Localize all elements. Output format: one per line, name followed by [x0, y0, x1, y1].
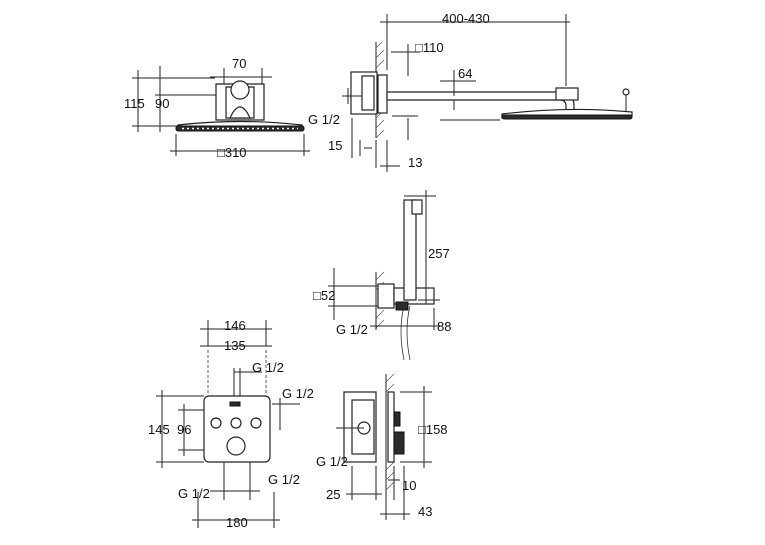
thread-label: G 1/2 [308, 112, 340, 127]
dim-height-inner: 90 [155, 96, 169, 111]
thread-top: G 1/2 [252, 360, 284, 375]
dim-projection-middle: 88 [437, 319, 451, 334]
dim-outer-width: 146 [224, 318, 246, 333]
view-hand-shower-holder: 257 □52 G 1/2 88 [313, 190, 451, 361]
dim-square-flange: □110 [415, 40, 444, 55]
dim-height-outer: 145 [148, 422, 170, 437]
view-head-shower-side: G 1/2 400-430 □110 64 15 13 [308, 11, 633, 172]
thread-label-side: G 1/2 [316, 454, 348, 469]
dim-arm-offset: 64 [458, 66, 472, 81]
dim-plate-width: 180 [226, 515, 248, 530]
dim-height-inner: 96 [177, 422, 191, 437]
dim-overall-depth: 43 [418, 504, 432, 519]
dim-inner-width: 135 [224, 338, 246, 353]
view-thermostat-side: G 1/2 □158 25 10 43 [316, 373, 448, 520]
thread-label-middle: G 1/2 [336, 322, 368, 337]
dim-wall-depth: 15 [328, 138, 342, 153]
dim-square-plate: □158 [418, 422, 448, 437]
thread-bottom-left: G 1/2 [178, 486, 210, 501]
thread-bottom-right: G 1/2 [268, 472, 300, 487]
thread-right: G 1/2 [282, 386, 314, 401]
dim-projection: 400-430 [442, 11, 490, 26]
view-head-shower-front: 70 115 90 □310 [124, 56, 310, 160]
dim-height-total: 115 [124, 96, 145, 111]
dim-wall-depth-side: 25 [326, 487, 340, 502]
dim-square-outlet: □52 [313, 288, 335, 303]
dim-width-top: 70 [232, 56, 246, 71]
view-thermostat-front: 146 135 G 1/2 G 1/2 145 96 [148, 318, 314, 530]
dim-plate-depth: 10 [402, 478, 416, 493]
dim-square-head: □310 [217, 145, 247, 160]
dim-hose-height: 257 [428, 246, 450, 261]
dim-flange-depth: 13 [408, 155, 422, 170]
